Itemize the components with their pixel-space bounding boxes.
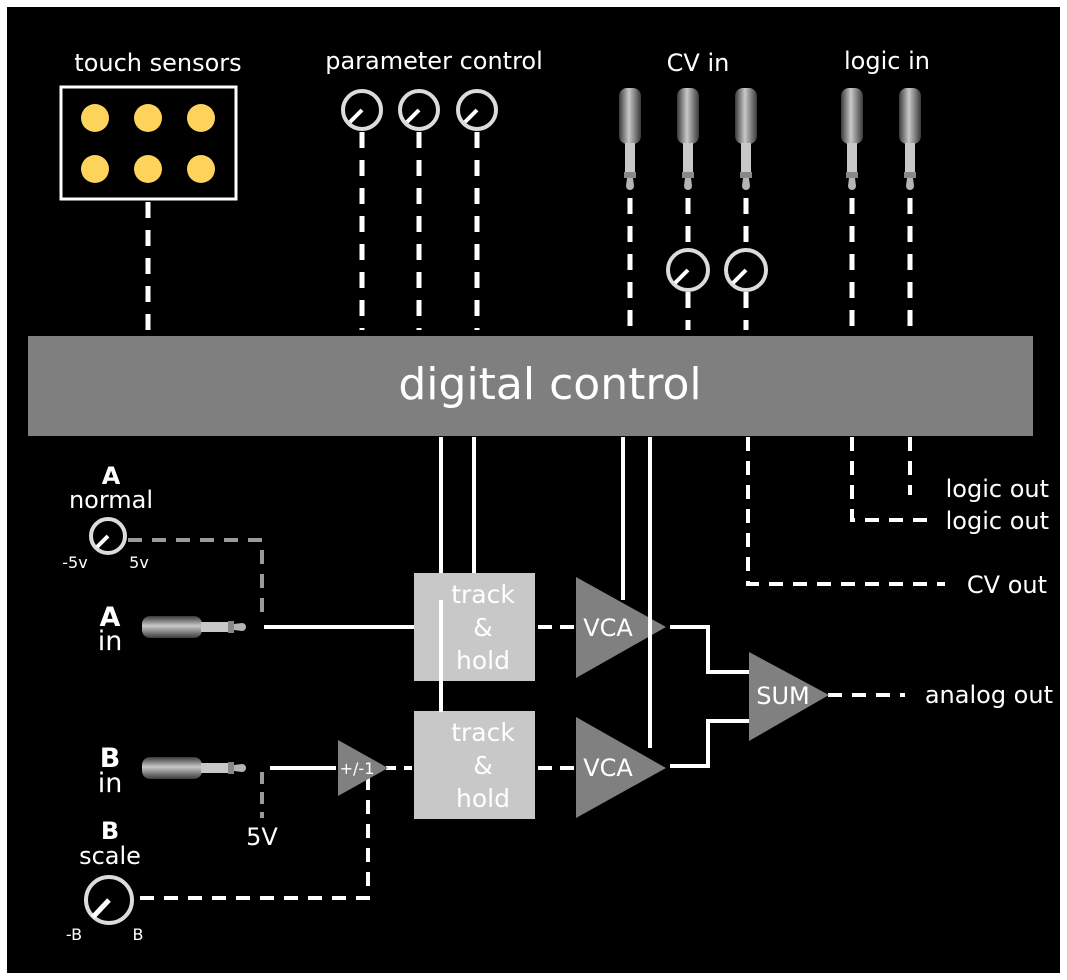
b-knob-max: B xyxy=(133,925,144,944)
b-scale-knob[interactable] xyxy=(84,875,134,925)
diagram-background xyxy=(7,7,1060,973)
logic-out-label-2: logic out xyxy=(946,507,1049,535)
touch-pad[interactable] xyxy=(81,104,109,132)
invert-amp xyxy=(338,740,388,796)
parameter-knob[interactable] xyxy=(398,89,440,131)
a-normal-wire xyxy=(128,538,264,620)
vca-a-to-sum-wire xyxy=(670,625,750,674)
touch-pad[interactable] xyxy=(187,155,215,183)
track-hold-a-line2: & xyxy=(473,613,493,642)
touch-sensors-label: touch sensors xyxy=(74,49,241,77)
b-knob-min: -B xyxy=(66,925,82,944)
parameter-control-label: parameter control xyxy=(325,47,543,75)
vca-b-label: VCA xyxy=(583,754,633,782)
vca-a-label: VCA xyxy=(583,614,633,642)
a-normal-knob[interactable] xyxy=(89,517,127,555)
track-hold-a-line1: track xyxy=(451,580,515,609)
b-scale-label: scale xyxy=(79,842,141,870)
analog-out-label: analog out xyxy=(925,681,1053,709)
track-hold-b xyxy=(414,711,535,819)
b-scale-wire xyxy=(140,778,370,900)
logic-out-label-1: logic out xyxy=(946,475,1049,503)
sum-amp xyxy=(749,652,829,741)
touch-sensor-panel xyxy=(59,85,238,201)
track-hold-b-line3: hold xyxy=(456,784,510,813)
logic-in-label: logic in xyxy=(844,47,930,75)
vca-a xyxy=(576,577,666,678)
cv-out-label: CV out xyxy=(967,571,1047,599)
track-hold-a-line3: hold xyxy=(456,646,510,675)
a-input-letter: A xyxy=(100,602,121,633)
touch-pad[interactable] xyxy=(187,104,215,132)
b-input-word: in xyxy=(98,768,123,799)
touch-pad[interactable] xyxy=(81,155,109,183)
a-knob-max: 5v xyxy=(129,553,149,572)
vca-b-to-sum-wire xyxy=(670,719,750,768)
b-input-letter: B xyxy=(100,743,121,774)
parameter-knob[interactable] xyxy=(456,89,498,131)
b-ref-voltage: 5V xyxy=(246,823,278,851)
sum-label: SUM xyxy=(756,682,810,710)
track-hold-b-line1: track xyxy=(451,718,515,747)
track-hold-b-line2: & xyxy=(473,751,493,780)
cv-in-label: CV in xyxy=(667,49,730,77)
digital-control-label: digital control xyxy=(398,359,701,410)
a-input-word: in xyxy=(98,626,123,657)
invert-label: +/-1 xyxy=(340,759,375,778)
track-hold-a xyxy=(414,573,535,681)
touch-pad[interactable] xyxy=(134,155,162,183)
parameter-knob[interactable] xyxy=(341,89,383,131)
digital-control-block xyxy=(28,336,1033,436)
output-dashed-wires xyxy=(746,437,945,697)
cv-attenuator-knob[interactable] xyxy=(666,248,710,292)
top-dashed-wires xyxy=(145,132,913,330)
a-title: A xyxy=(102,462,121,490)
a-knob-min: -5v xyxy=(62,553,87,572)
cv-attenuator-knob[interactable] xyxy=(724,248,768,292)
vca-b xyxy=(576,717,666,818)
a-normal-label: normal xyxy=(69,486,153,514)
touch-pad[interactable] xyxy=(134,104,162,132)
b-title: B xyxy=(101,817,119,845)
